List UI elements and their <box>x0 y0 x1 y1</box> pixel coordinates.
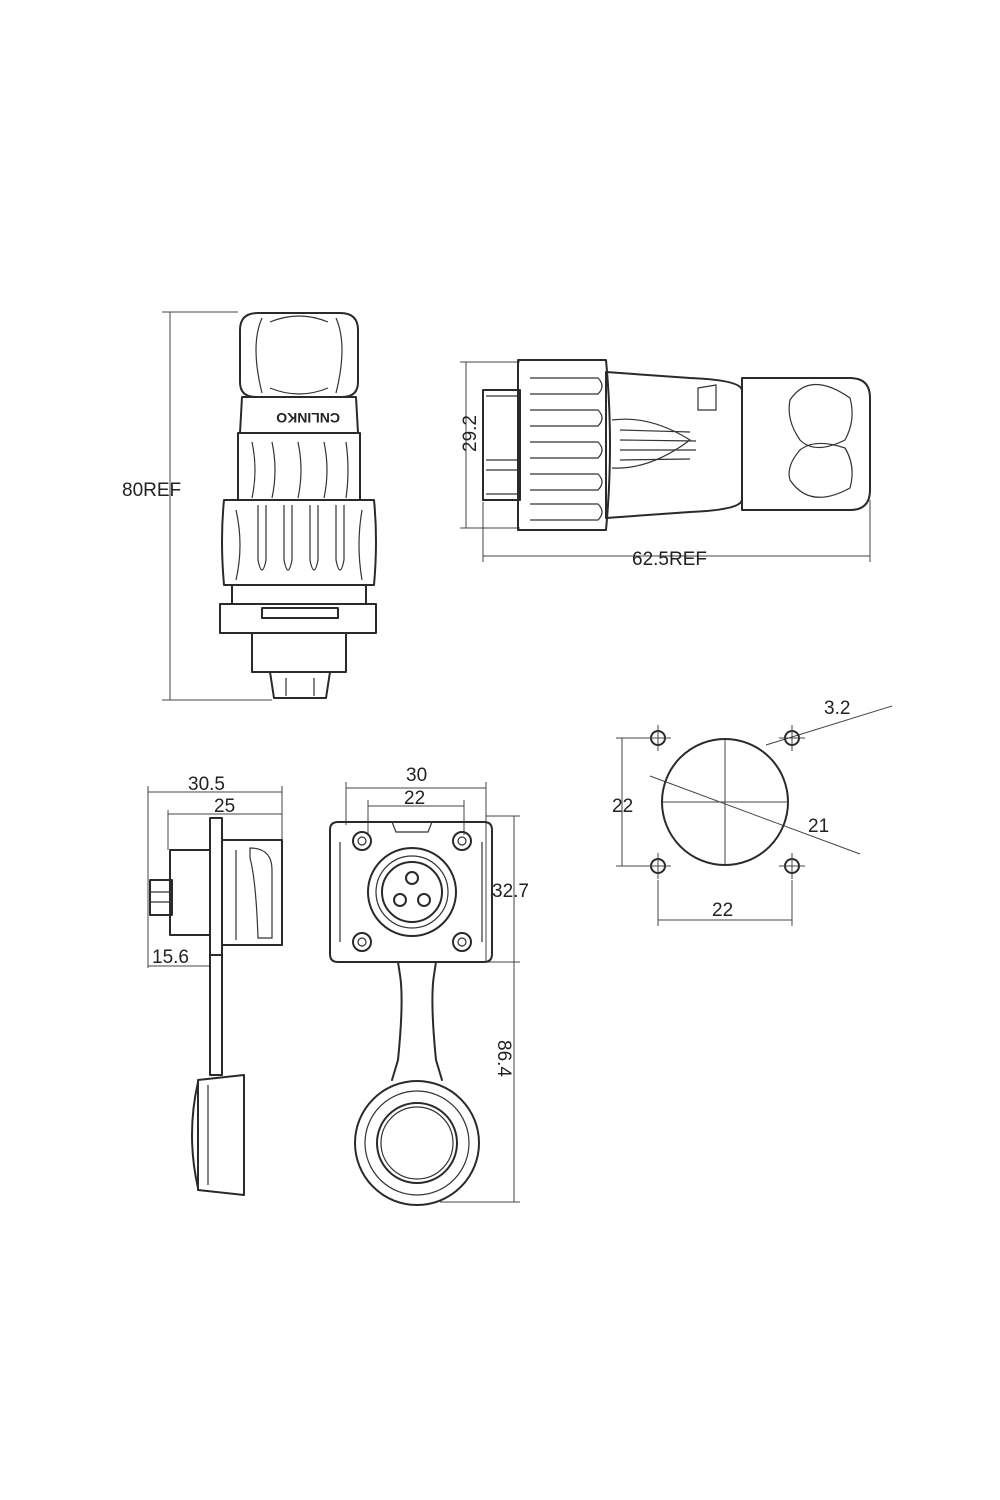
receptacle-front-view: 30 22 32.7 86.4 <box>329 765 529 1206</box>
vertical-assembly-view: 80REF CNLINKO <box>122 311 377 701</box>
panel-hole-horizontal-label: 22 <box>712 900 733 921</box>
overall-height-label: 80REF <box>122 480 181 501</box>
cutout-diameter-label: 21 <box>808 816 829 837</box>
overall-length-label: 62.5REF <box>632 549 707 570</box>
side-body-depth-label: 25 <box>214 796 235 817</box>
body-width-label: 29.2 <box>460 415 481 452</box>
flange-hole-spacing-label: 22 <box>404 788 425 809</box>
flange-height-label: 32.7 <box>492 881 529 902</box>
side-total-depth-label: 30.5 <box>188 774 225 795</box>
receptacle-side-view: 30.5 25 15.6 <box>147 774 283 1196</box>
panel-cutout-view: 22 22 3.2 21 <box>612 698 893 926</box>
panel-hole-vertical-label: 22 <box>612 796 633 817</box>
side-rear-depth-label: 15.6 <box>152 947 189 968</box>
horizontal-assembly-view: 29.2 62.5REF <box>460 359 871 570</box>
brand-logo-text: CNLINKO <box>276 410 340 426</box>
hole-diameter-label: 3.2 <box>824 698 850 719</box>
flange-width-label: 30 <box>406 765 427 786</box>
total-height-label: 86.4 <box>493 1040 514 1077</box>
